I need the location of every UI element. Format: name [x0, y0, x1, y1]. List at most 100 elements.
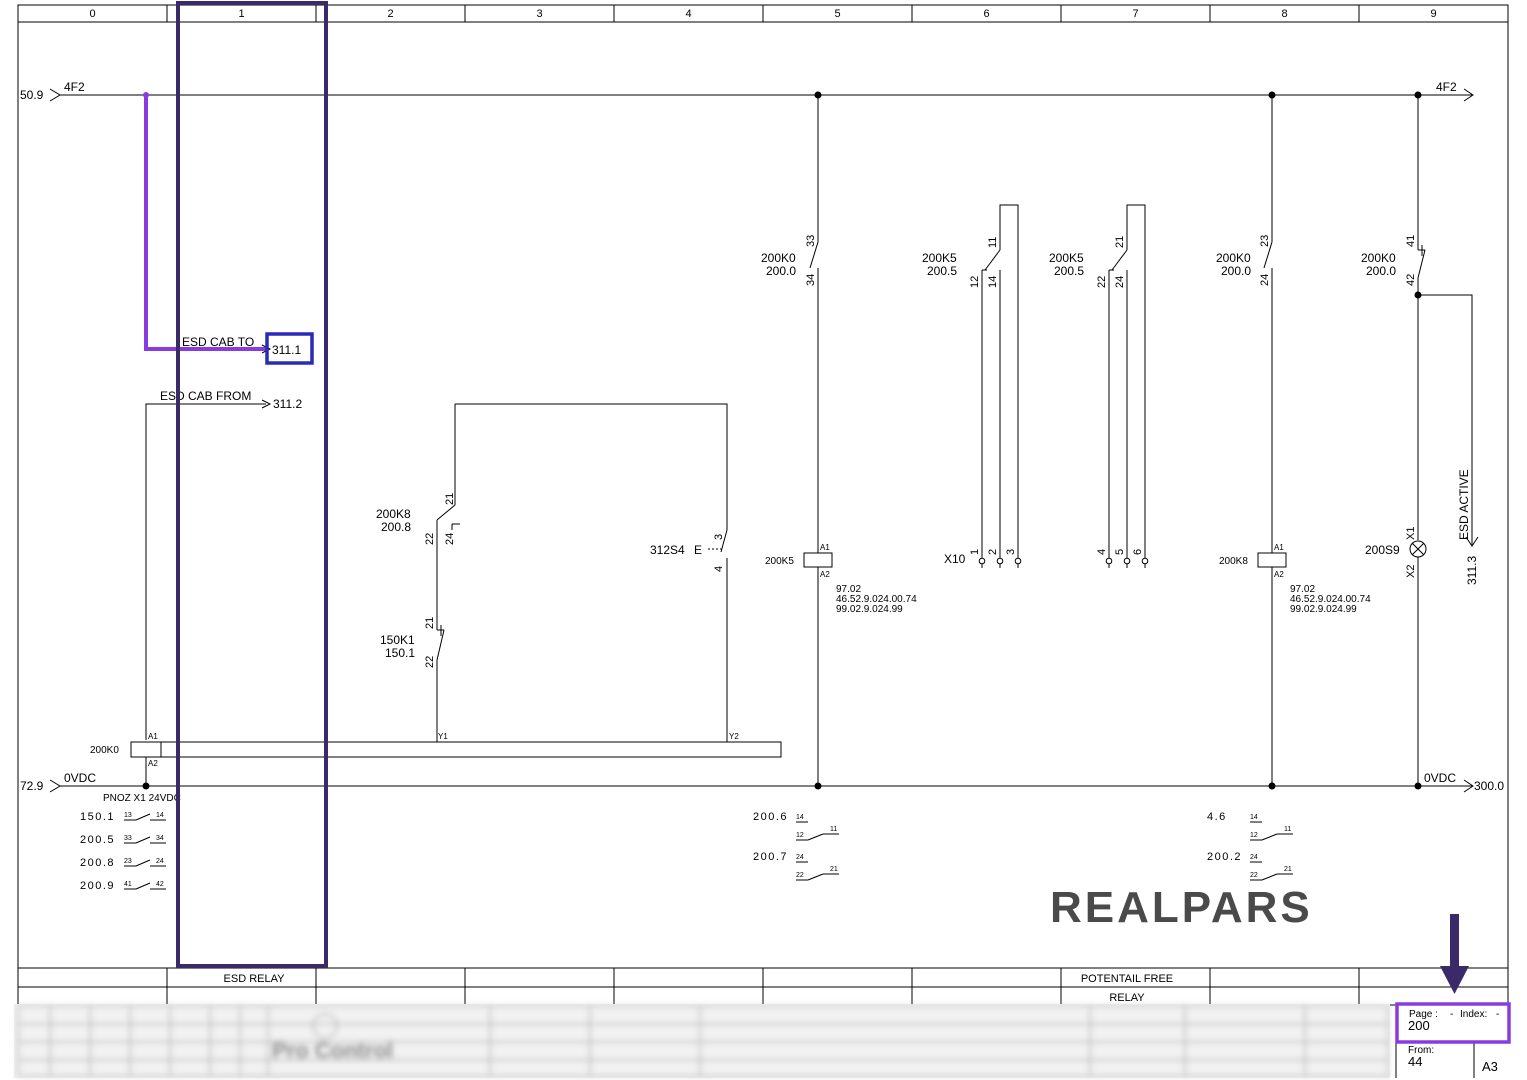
k5-col7-t1: 21 [1114, 236, 1126, 248]
pnoz-a2: A2 [148, 759, 158, 768]
bottom-label-relay: RELAY [1109, 992, 1145, 1004]
index-dash: - [1450, 1009, 1453, 1020]
highlight-ref-311-1 [265, 332, 314, 365]
highlight-wire-purple [144, 95, 268, 351]
x10b-pin-6: 6 [1132, 549, 1144, 555]
k8-coil-tag: 200K8 [1219, 556, 1248, 567]
k0-col9-t2: 42 [1405, 274, 1417, 286]
bottom-label-potential-free: POTENTAIL FREE [1081, 973, 1173, 985]
k5-col7-ref: 200.5 [1054, 264, 1084, 278]
k5-xref-t2: 12 [796, 832, 804, 839]
k8-xref-t1: 24 [1250, 854, 1258, 861]
k0-col8-t2: 24 [1259, 274, 1271, 286]
bottom-dividers [166, 968, 1360, 1005]
k5-coil-a1: A1 [820, 543, 830, 552]
bottom-rail: 72.9 0VDC 0VDC 300.0 [20, 771, 1504, 793]
k5-xref-t1: 14 [796, 814, 804, 821]
pnoz-y1: Y1 [438, 732, 448, 741]
k5-col7-t2: 22 [1096, 276, 1108, 288]
k1-contact-ref: 150.1 [385, 646, 415, 660]
esd-cab-to-label: ESD CAB TO [182, 335, 254, 349]
column5-circuit: 200K0 200.0 33 34 200K5 A1 A2 97.02 46.5… [761, 95, 917, 786]
k5-xref-t3: 21 [830, 866, 838, 873]
index-label: Index: [1460, 1009, 1487, 1020]
esd-cab-to-ref: 311.1 [272, 343, 301, 357]
k5-coil-tag: 200K5 [765, 556, 794, 567]
from-value: 44 [1408, 1054, 1422, 1069]
format-value: A3 [1482, 1059, 1498, 1074]
pnoz-xref-t2: 34 [156, 835, 164, 842]
k5-col6-t2: 12 [969, 276, 981, 288]
top-rail-right-label: 4F2 [1436, 80, 1457, 94]
lamp-x1: X1 [1405, 527, 1417, 540]
k0-col8-t1: 23 [1259, 235, 1271, 247]
k8-xref-ref: 200.2 [1207, 851, 1242, 863]
loop-col2-col4: 312S4 E 3 4 200K8 200.8 21 22 24 150K1 1… [376, 403, 728, 742]
pnoz-xref-t1: 13 [124, 812, 132, 819]
s4-tag: 312S4 [650, 543, 685, 557]
pnoz-xref-t1: 23 [124, 858, 132, 865]
bottom-rail-right-label: 0VDC [1424, 771, 1456, 785]
k0-col5-t2: 34 [805, 274, 817, 286]
k0-col5-tag: 200K0 [761, 251, 796, 265]
column-label-5: 5 [834, 8, 840, 20]
esd-cab-from-ref: 311.2 [273, 397, 302, 411]
column8-circuit: 200K0 200.0 23 24 200K8 A1 A2 97.02 46.5… [1216, 95, 1371, 786]
k5-col6-t1: 11 [987, 237, 999, 248]
top-rail-left-label: 4F2 [64, 80, 85, 94]
column-label-3: 3 [536, 8, 542, 20]
column-label-1: 1 [238, 8, 244, 20]
k8-xref-t2: 22 [1250, 872, 1258, 879]
k0-col9-t1: 41 [1405, 235, 1417, 247]
bottom-label-esd-relay: ESD RELAY [224, 973, 286, 985]
top-rail: 50.9 4F2 4F2 [20, 80, 1474, 102]
x10-tag: X10 [944, 552, 966, 566]
title-block-page-info: Page : - Index: - 200 From: 44 A3 [1395, 914, 1511, 1078]
pnoz-xref-t1: 41 [124, 881, 132, 888]
k0-col9-ref: 200.0 [1366, 264, 1396, 278]
column7-circuit: 200K5 200.5 21 22 24 4 5 6 [1049, 204, 1149, 568]
x10-pin-2: 2 [987, 549, 999, 555]
k1-contact-t2: 22 [424, 656, 436, 668]
k5-xref-ref: 200.7 [753, 851, 788, 863]
k0-col5-t1: 33 [805, 235, 817, 247]
realpars-logo: REALPARS [1050, 883, 1313, 932]
k8-part-2: 46.52.9.024.00.74 [1290, 594, 1371, 605]
pnoz-relay: 200K0 A1 A2 Y1 Y2 PNOZ X1 24VDC [90, 732, 782, 804]
page-label: Page : [1409, 1009, 1438, 1020]
k5-xref-ref: 200.6 [753, 811, 788, 823]
s4-e-symbol: E [694, 543, 702, 557]
s4-t1: 3 [713, 534, 725, 540]
k5-xref-t1: 24 [796, 854, 804, 861]
pnoz-xref-t2: 14 [156, 812, 164, 819]
k1-contact-tag: 150K1 [380, 633, 415, 647]
pnoz-xref-ref: 200.5 [80, 834, 115, 846]
k5-col6-tag: 200K5 [922, 251, 957, 265]
title-block-blurred: Pro Control [14, 1004, 1390, 1078]
pnoz-a1: A1 [148, 732, 158, 741]
esd-active-label: ESD ACTIVE [1457, 469, 1471, 540]
bottom-rail-right-ref: 300.0 [1474, 779, 1504, 793]
k8-xref-t2: 12 [1250, 832, 1258, 839]
pointer-arrow-icon [1440, 914, 1469, 994]
highlight-column-1 [176, 1, 328, 968]
lamp-x2: X2 [1405, 565, 1417, 578]
lamp-tag: 200S9 [1365, 543, 1400, 557]
k5-part-3: 99.02.9.024.99 [836, 604, 903, 615]
pnoz-supply: PNOZ X1 24VDC [103, 793, 181, 804]
page-value: 200 [1408, 1018, 1430, 1033]
k8-contact-t2: 22 [424, 533, 436, 545]
esd-cab-from-label: ESD CAB FROM [160, 389, 251, 403]
k8-xref-t3: 21 [1284, 866, 1292, 873]
pnoz-xref-ref: 200.8 [80, 857, 115, 869]
x10b-pin-4: 4 [1096, 549, 1108, 555]
k5-coil-a2: A2 [820, 570, 830, 579]
k5-part-1: 97.02 [836, 584, 861, 595]
x10-pin-1: 1 [969, 549, 981, 555]
column-label-8: 8 [1281, 8, 1287, 20]
k0-col9-tag: 200K0 [1361, 251, 1396, 265]
index-value: - [1496, 1009, 1499, 1020]
from-label: From: [1408, 1045, 1434, 1056]
title-block-company: Pro Control [272, 1038, 393, 1063]
